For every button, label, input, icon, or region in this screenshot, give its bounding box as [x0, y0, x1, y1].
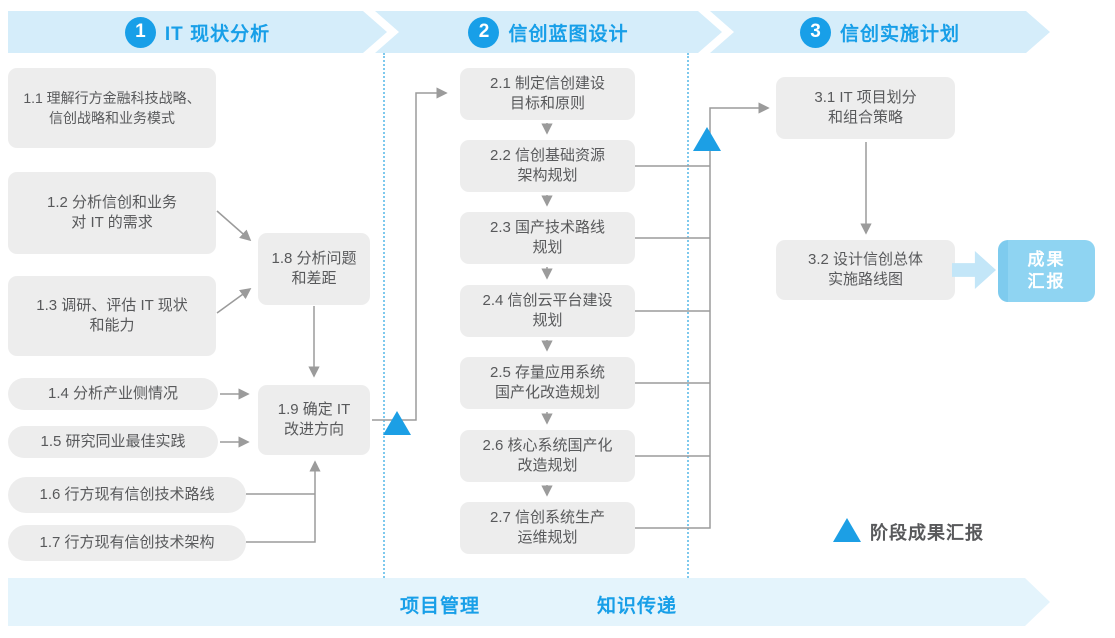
- step-2-5-line1: 2.5 存量应用系统: [489, 364, 606, 381]
- step-2-3-line1: 2.3 国产技术路线: [489, 219, 606, 236]
- step-box-2-5: 2.5 存量应用系统 国产化改造规划: [460, 357, 635, 409]
- phase-3-title: 信创实施计划: [839, 23, 960, 45]
- phase-3-number-badge: 3: [800, 17, 831, 48]
- step-1-8-line2: 和差距: [291, 270, 337, 287]
- result-box-line2: 汇报: [1027, 272, 1066, 291]
- step-3-2-line2: 实施路线图: [827, 271, 903, 288]
- phase-banner-3: 3 信创实施计划: [710, 11, 1050, 53]
- step-1-2-line2: 对 IT 的需求: [71, 214, 153, 231]
- step-1-1-line2: 信创战略和业务模式: [49, 110, 175, 126]
- phase-1-title: IT 现状分析: [164, 23, 271, 45]
- step-1-2-line1: 1.2 分析信创和业务: [46, 194, 178, 211]
- step-box-1-7: 1.7 行方现有信创技术架构: [8, 525, 246, 561]
- step-3-2-line1: 3.2 设计信创总体: [807, 251, 924, 268]
- footer-banner: [8, 578, 1050, 626]
- phase-header-1: 1 IT 现状分析: [125, 17, 270, 48]
- step-2-3-line2: 规划: [532, 239, 563, 256]
- step-2-1-line1: 2.1 制定信创建设: [489, 75, 606, 92]
- step-2-4-line2: 规划: [532, 312, 563, 329]
- step-2-1-line2: 目标和原则: [509, 95, 585, 112]
- result-arrow-icon: [952, 251, 996, 289]
- step-2-2-line2: 架构规划: [517, 167, 578, 184]
- footer-item-project-management: 项目管理: [399, 596, 480, 617]
- phase-banner-2: 2 信创蓝图设计: [375, 11, 722, 53]
- step-box-1-1: 1.1 理解行方金融科技战略、 信创战略和业务模式: [8, 68, 216, 148]
- step-1-4-label: 1.4 分析产业侧情况: [47, 385, 179, 402]
- step-3-1-line2: 和组合策略: [827, 109, 903, 126]
- step-box-1-2: 1.2 分析信创和业务 对 IT 的需求: [8, 172, 216, 254]
- step-box-1-3: 1.3 调研、评估 IT 现状 和能力: [8, 276, 216, 356]
- milestone-triangle-phase2-icon: [693, 127, 721, 151]
- phase-2-number-badge: 2: [468, 17, 499, 48]
- phase-divider-2: [687, 53, 689, 578]
- legend-label: 阶段成果汇报: [870, 523, 984, 543]
- step-box-2-6: 2.6 核心系统国产化 改造规划: [460, 430, 635, 482]
- step-box-1-8: 1.8 分析问题 和差距: [258, 233, 370, 305]
- legend-triangle-icon: [833, 518, 861, 542]
- step-box-1-6: 1.6 行方现有信创技术路线: [8, 477, 246, 513]
- step-box-3-1: 3.1 IT 项目划分 和组合策略: [776, 77, 955, 139]
- phase-header-2: 2 信创蓝图设计: [468, 17, 628, 48]
- phase-header-3: 3 信创实施计划: [800, 17, 960, 48]
- milestone-triangle-phase1-icon: [383, 411, 411, 435]
- step-1-9-line2: 改进方向: [283, 421, 344, 438]
- phase-2-title: 信创蓝图设计: [508, 23, 629, 45]
- step-2-5-line2: 国产化改造规划: [494, 384, 600, 401]
- step-2-4-line1: 2.4 信创云平台建设: [482, 292, 613, 309]
- step-box-1-9: 1.9 确定 IT 改进方向: [258, 385, 370, 455]
- step-2-7-line2: 运维规划: [517, 529, 578, 546]
- footer-item-knowledge-transfer: 知识传递: [596, 596, 677, 617]
- step-box-2-4: 2.4 信创云平台建设 规划: [460, 285, 635, 337]
- step-1-5-label: 1.5 研究同业最佳实践: [40, 433, 186, 450]
- result-box: 成果 汇报: [998, 240, 1095, 302]
- step-2-6-line2: 改造规划: [517, 457, 578, 474]
- step-2-6-line1: 2.6 核心系统国产化: [482, 437, 613, 454]
- phase-divider-1: [383, 53, 385, 578]
- step-box-2-7: 2.7 信创系统生产 运维规划: [460, 502, 635, 554]
- step-box-1-4: 1.4 分析产业侧情况: [8, 378, 218, 410]
- step-box-2-1: 2.1 制定信创建设 目标和原则: [460, 68, 635, 120]
- phase-1-number-badge: 1: [125, 17, 156, 48]
- step-1-6-label: 1.6 行方现有信创技术路线: [39, 486, 215, 503]
- step-box-2-2: 2.2 信创基础资源 架构规划: [460, 140, 635, 192]
- step-1-3-line2: 和能力: [89, 317, 135, 334]
- step-1-9-line1: 1.9 确定 IT: [277, 401, 351, 418]
- step-2-7-line1: 2.7 信创系统生产: [489, 509, 606, 526]
- step-2-2-line1: 2.2 信创基础资源: [489, 147, 606, 164]
- step-1-1-line1: 1.1 理解行方金融科技战略、: [23, 90, 201, 106]
- step-box-3-2: 3.2 设计信创总体 实施路线图: [776, 240, 955, 300]
- step-box-1-5: 1.5 研究同业最佳实践: [8, 426, 218, 458]
- step-1-8-line1: 1.8 分析问题: [271, 250, 357, 267]
- result-box-line1: 成果: [1027, 250, 1066, 269]
- step-3-1-line1: 3.1 IT 项目划分: [814, 89, 917, 106]
- step-box-2-3: 2.3 国产技术路线 规划: [460, 212, 635, 264]
- step-1-3-line1: 1.3 调研、评估 IT 现状: [36, 297, 188, 314]
- step-1-7-label: 1.7 行方现有信创技术架构: [39, 534, 215, 551]
- phase-banner-1: 1 IT 现状分析: [8, 11, 387, 53]
